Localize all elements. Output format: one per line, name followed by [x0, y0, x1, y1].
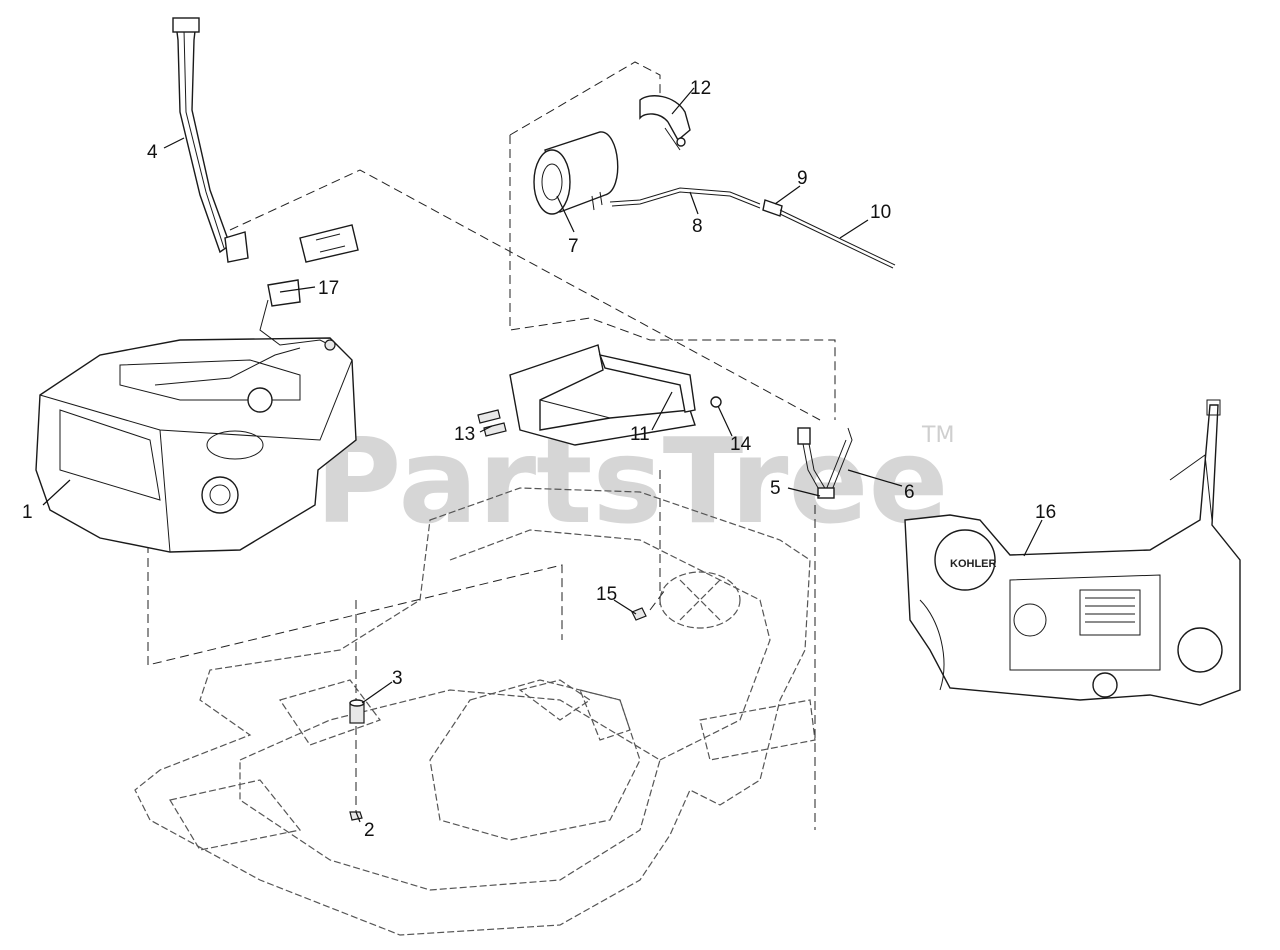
guide-line	[509, 61, 661, 136]
callout-4[interactable]: 4	[147, 142, 158, 163]
leader-16	[1023, 519, 1043, 557]
callouts: 1 2 3 4 5 6 7 8 9 10 11 12 13 14 15 16 1…	[22, 78, 1056, 841]
callout-3[interactable]: 3	[392, 668, 403, 689]
leader-5	[787, 487, 821, 497]
callout-12[interactable]: 12	[690, 78, 711, 99]
callout-2[interactable]: 2	[364, 820, 375, 841]
leader-6	[847, 469, 903, 487]
canister-clamp	[639, 95, 691, 151]
callout-7[interactable]: 7	[568, 236, 579, 257]
leader-lines	[42, 87, 1043, 823]
guide-line	[649, 589, 666, 611]
guide-line	[509, 135, 836, 420]
assembly-guide-lines	[147, 61, 836, 830]
leader-12	[671, 87, 695, 115]
vent-tube	[779, 209, 896, 269]
leader-11	[651, 391, 673, 431]
leader-13	[479, 425, 493, 433]
canister-bracket	[509, 344, 696, 446]
leader-7	[556, 195, 575, 233]
callout-11[interactable]: 11	[630, 424, 650, 445]
vent-hose	[609, 187, 761, 209]
fuel-tank	[35, 299, 357, 553]
leader-4	[163, 137, 185, 149]
tank-bracket	[267, 224, 359, 307]
check-valve	[762, 199, 783, 217]
chassis-frame	[134, 487, 816, 936]
watermark-tm: TM	[921, 423, 954, 448]
callout-5[interactable]: 5	[770, 478, 781, 499]
leader-3	[361, 681, 393, 704]
callout-6[interactable]: 6	[904, 482, 915, 503]
callout-9[interactable]: 9	[797, 168, 808, 189]
leader-1	[42, 479, 71, 506]
callout-15[interactable]: 15	[596, 584, 617, 605]
fuel-hose	[797, 427, 853, 499]
spacer	[349, 699, 365, 724]
filler-neck	[172, 17, 249, 263]
leader-9	[774, 185, 801, 205]
leader-8	[689, 191, 699, 215]
callout-16[interactable]: 16	[1035, 502, 1056, 523]
bolts	[477, 396, 722, 621]
leader-14	[717, 405, 733, 437]
callout-8[interactable]: 8	[692, 216, 703, 237]
leader-15	[613, 599, 637, 615]
engine-badge: KOHLER	[950, 558, 997, 570]
leader-2	[355, 811, 361, 823]
leader-10	[839, 219, 869, 239]
callout-14[interactable]: 14	[730, 434, 752, 455]
engine-inset: KOHLER	[904, 399, 1241, 706]
callout-13[interactable]: 13	[454, 424, 475, 445]
callout-1[interactable]: 1	[22, 502, 33, 523]
charcoal-canister	[533, 131, 619, 215]
leader-17	[279, 286, 316, 293]
callout-17[interactable]: 17	[318, 278, 339, 299]
guide-line	[229, 169, 821, 421]
callout-10[interactable]: 10	[870, 202, 891, 223]
